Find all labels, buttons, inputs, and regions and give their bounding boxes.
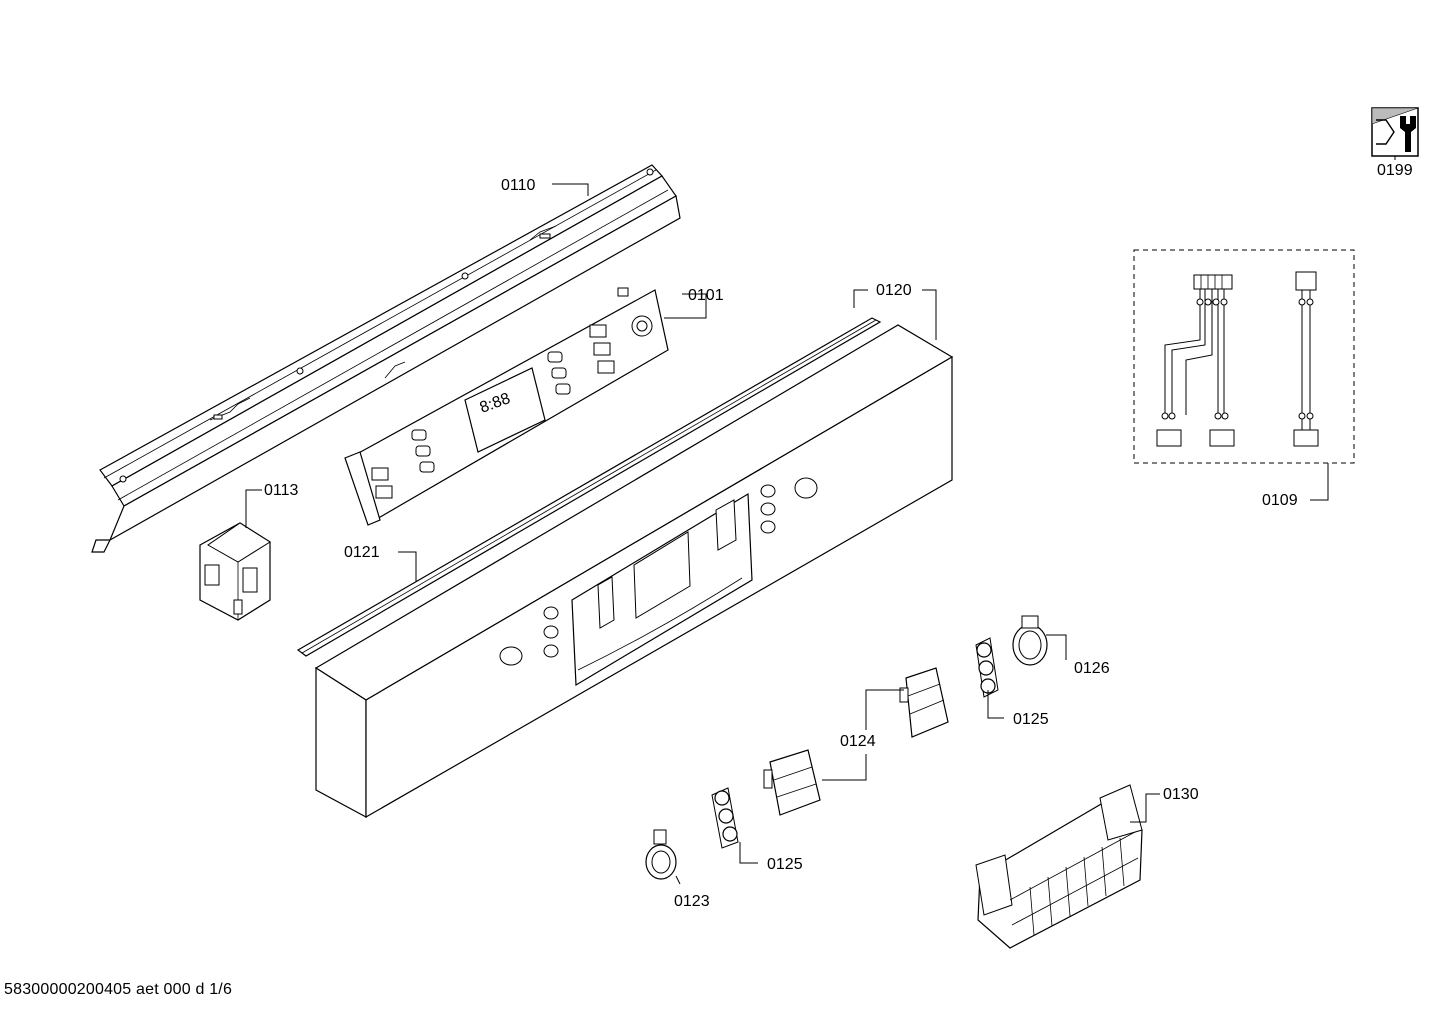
part-0121-trim-strip[interactable] bbox=[296, 317, 882, 657]
label-0120: 0120 bbox=[876, 282, 912, 299]
label-0199: 0199 bbox=[1377, 162, 1413, 179]
leader-lines bbox=[245, 156, 1396, 885]
part-0130-frame[interactable] bbox=[975, 784, 1143, 949]
label-0124: 0124 bbox=[840, 733, 876, 750]
part-0124-carrier-upper[interactable] bbox=[899, 667, 949, 738]
label-0125-upper: 0125 bbox=[1013, 711, 1049, 728]
label-0101: 0101 bbox=[688, 287, 724, 304]
label-0121: 0121 bbox=[344, 544, 380, 561]
label-0110: 0110 bbox=[501, 177, 536, 194]
part-0109-wiring-harness[interactable] bbox=[1133, 249, 1355, 464]
label-0123: 0123 bbox=[674, 893, 710, 910]
label-0125-lower: 0125 bbox=[767, 856, 803, 873]
drawing-code: 58300000200405 aet 000 d 1/6 bbox=[4, 981, 233, 998]
label-0126: 0126 bbox=[1074, 660, 1110, 677]
part-0113-bracket[interactable] bbox=[199, 522, 271, 621]
part-0110-rail[interactable] bbox=[91, 164, 681, 553]
label-0130: 0130 bbox=[1163, 786, 1199, 803]
part-0101-control-module[interactable]: 8:88 bbox=[344, 287, 669, 526]
wrench-service-icon[interactable] bbox=[1371, 107, 1419, 157]
part-0126-knob[interactable] bbox=[1012, 615, 1048, 666]
part-0125-buttons-lower[interactable] bbox=[711, 787, 739, 849]
label-0109: 0109 bbox=[1262, 492, 1298, 509]
part-0120-control-panel[interactable] bbox=[314, 324, 954, 819]
part-0124-carrier-lower[interactable] bbox=[763, 749, 821, 816]
label-0113: 0113 bbox=[264, 482, 299, 499]
part-0123-knob[interactable] bbox=[645, 829, 677, 880]
part-0125-buttons-upper[interactable] bbox=[975, 637, 999, 698]
